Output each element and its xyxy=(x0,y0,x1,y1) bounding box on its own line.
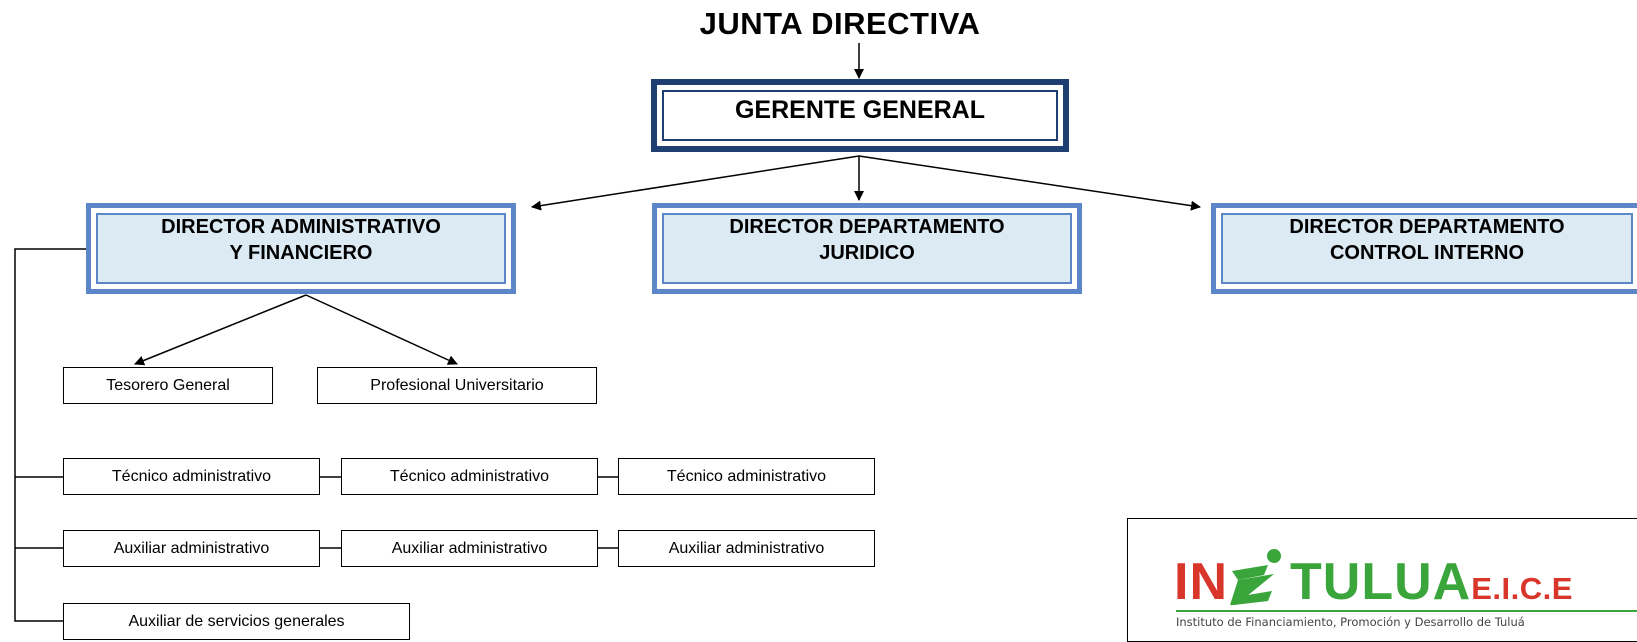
arrow-gm-to-control xyxy=(858,155,1201,211)
general-manager-label: GERENTE GENERAL xyxy=(662,90,1058,141)
arrow-admin-to-profesional xyxy=(305,294,458,365)
role-tecnico-administrativo: Técnico administrativo xyxy=(341,458,598,495)
arrow-gm-to-admin xyxy=(531,155,860,211)
director-control-line2: CONTROL INTERNO xyxy=(1329,241,1525,264)
general-manager-box: GERENTE GENERAL xyxy=(651,79,1069,152)
director-control-line1: DIRECTOR DEPARTAMENTO xyxy=(1289,215,1565,238)
infitulua-logo: IN TULUAE.I.C.E Instituto de Financiamien… xyxy=(1127,518,1637,642)
arrow-admin-to-tesorero xyxy=(134,294,307,366)
role-auxiliar-administrativo: Auxiliar administrativo xyxy=(618,530,875,567)
board-title: JUNTA DIRECTIVA xyxy=(699,6,981,41)
director-legal-box: DIRECTOR DEPARTAMENTO JURIDICO xyxy=(652,203,1082,294)
director-admin-line2: Y FINANCIERO xyxy=(229,241,373,264)
role-profesional-universitario: Profesional Universitario xyxy=(317,367,597,404)
role-auxiliar-administrativo: Auxiliar administrativo xyxy=(341,530,598,567)
logo-prefix: IN xyxy=(1174,553,1228,611)
role-tesorero-general: Tesorero General xyxy=(63,367,273,404)
logo-subtitle: Instituto de Financiamiento, Promoción y… xyxy=(1176,615,1525,629)
role-auxiliar-administrativo: Auxiliar administrativo xyxy=(63,530,320,567)
role-auxiliar-servicios-generales: Auxiliar de servicios generales xyxy=(63,603,410,640)
director-legal-line2: JURIDICO xyxy=(819,241,915,264)
director-admin-line1: DIRECTOR ADMINISTRATIVO xyxy=(161,215,441,238)
logo-divider xyxy=(1176,610,1637,612)
role-tecnico-administrativo: Técnico administrativo xyxy=(618,458,875,495)
director-internal-control-box: DIRECTOR DEPARTAMENTO CONTROL INTERNO xyxy=(1211,203,1637,294)
logo-suffix: TULUA xyxy=(1290,553,1472,611)
director-admin-finance-box: DIRECTOR ADMINISTRATIVO Y FINANCIERO xyxy=(86,203,516,294)
director-legal-line1: DIRECTOR DEPARTAMENTO xyxy=(729,215,1005,238)
logo-mark-icon xyxy=(1228,549,1290,605)
role-tecnico-administrativo: Técnico administrativo xyxy=(63,458,320,495)
admin-bracket-line xyxy=(14,248,86,622)
logo-entity-type: E.I.C.E xyxy=(1471,571,1573,606)
